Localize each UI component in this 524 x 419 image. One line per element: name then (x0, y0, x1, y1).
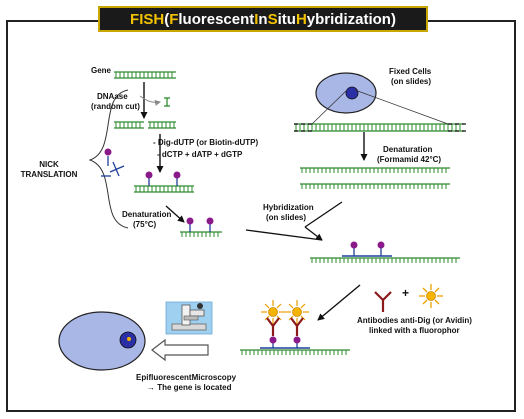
dig-label-head (186, 217, 194, 225)
title-part: ybridization) (306, 10, 396, 28)
hybridization-arrow-target (304, 201, 343, 228)
label-dig-dutp: - Dig-dUTP (or Biotin-dUTP) (153, 138, 259, 147)
zoom-line (354, 89, 449, 125)
bound-antibody (266, 317, 304, 336)
fluorophore-dot (292, 307, 302, 317)
label-denaturation-2: Denaturation (383, 145, 433, 154)
antibody-arrow (317, 284, 361, 321)
gene-signal-dot (127, 337, 131, 341)
title-part: luorescent (178, 10, 255, 28)
hybridization-arrow-probe (245, 229, 323, 241)
title-part: n (258, 10, 268, 28)
fluorophore-icon (419, 284, 443, 308)
label-plus: + (402, 286, 410, 300)
nick-translation-brace (88, 89, 129, 229)
dig-label-head (145, 171, 153, 179)
enzyme-icon (164, 97, 170, 107)
dig-label-head (206, 217, 214, 225)
label-antibodies: Antibodies anti-Dig (or Avidin) (357, 316, 472, 325)
label-fluorophor: linked with a fluorophor (369, 326, 460, 335)
fluorescent-cell (58, 311, 146, 371)
dig-label-head (173, 171, 181, 179)
free-nucleotides (101, 148, 125, 177)
enzyme-arrow (139, 95, 161, 106)
title-part: S (267, 10, 278, 28)
label-dctp: - dCTP + dATP + dGTP (157, 150, 243, 159)
label-dnaase: DNAase (97, 92, 128, 101)
label-on-slides: (on slides) (391, 77, 432, 86)
title-part: F (169, 10, 179, 28)
label-hybridization: Hybridization (263, 203, 314, 212)
label-random-cut: (random cut) (91, 102, 140, 111)
diagram-title: FISH ( F luorescent I n S itu H ybridiza… (98, 6, 428, 32)
denaturation-arrow-1 (165, 205, 185, 223)
dig-label-head (377, 241, 385, 249)
dig-label-head (350, 241, 358, 249)
title-part: ( (164, 10, 170, 28)
cell-nucleus (345, 86, 359, 100)
dig-label-head (269, 336, 277, 344)
dig-label-head (293, 336, 301, 344)
label-denaturation-1: Denaturation (122, 210, 172, 219)
label-nick: NICK (39, 160, 59, 169)
fluorophore-dot (268, 307, 278, 317)
zoom-line (311, 89, 348, 125)
arrow-left-icon (151, 338, 209, 362)
title-part: FISH (130, 10, 165, 28)
label-hyb-on-slides: (on slides) (266, 213, 307, 222)
antibody-complexes (261, 300, 309, 336)
label-fixed-cells: Fixed Cells (389, 67, 432, 76)
label-gene-located: → The gene is located (147, 383, 232, 392)
antibody-icon (374, 291, 392, 312)
label-formamid: (Formamid 42°C) (377, 155, 442, 164)
label-gene: Gene (91, 66, 112, 75)
label-denaturation-1-temp: (75°C) (133, 220, 157, 229)
microscope-icon (165, 301, 213, 335)
title-part: H (295, 10, 307, 28)
hybridization-arrow-main (304, 226, 323, 241)
title-part: itu (277, 10, 296, 28)
title-part: I (254, 10, 259, 28)
label-translation: TRANSLATION (20, 170, 78, 179)
label-microscopy: EpifluorescentMicroscopy (136, 373, 237, 382)
